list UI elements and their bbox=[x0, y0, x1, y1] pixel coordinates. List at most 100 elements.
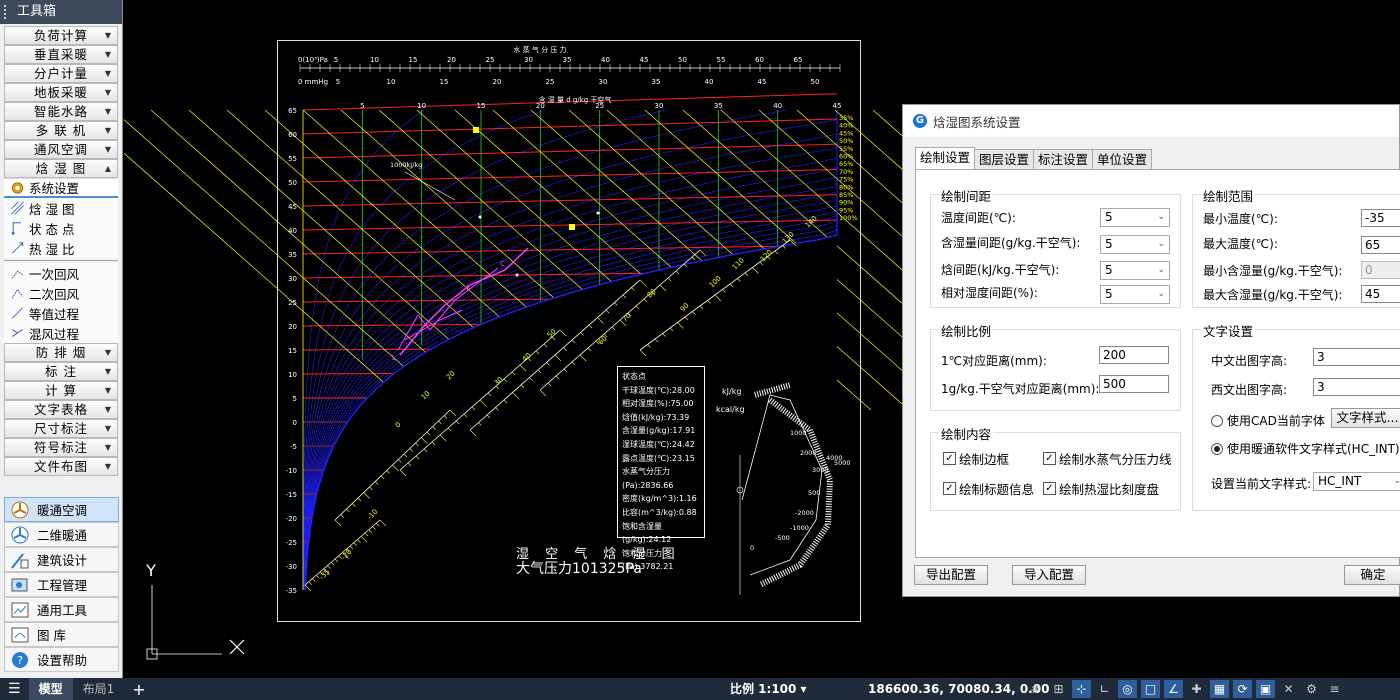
input-max-temp[interactable]: 65 bbox=[1361, 236, 1400, 254]
lineweight-icon[interactable]: ✚ bbox=[1191, 682, 1202, 696]
annotation-icon[interactable]: ✕ bbox=[1283, 682, 1294, 696]
sub-psy-chart[interactable]: 焓 湿 图 bbox=[4, 198, 118, 218]
sub-primary-return[interactable]: 一次回风 bbox=[4, 263, 118, 283]
menu-vertical-heating[interactable]: 垂直采暖▼ bbox=[4, 45, 118, 64]
sub-system-settings[interactable]: 系统设置 bbox=[4, 178, 118, 198]
input-en-text-height[interactable]: 3 bbox=[1313, 378, 1400, 396]
ruler-tick bbox=[667, 277, 672, 282]
tab-layer-settings[interactable]: 图层设置 bbox=[974, 149, 1035, 169]
text-style-button[interactable]: 文字样式... bbox=[1331, 408, 1400, 428]
temp-tick-label: -35 bbox=[286, 587, 297, 595]
sub-equal-process[interactable]: 等值过程 bbox=[4, 303, 118, 323]
object-snap-icon[interactable]: □ bbox=[1141, 680, 1160, 698]
import-config-button[interactable]: 导入配置 bbox=[1012, 565, 1086, 585]
transparency-icon[interactable]: ▦ bbox=[1210, 680, 1229, 698]
input-moist-distance[interactable]: 500 bbox=[1099, 375, 1169, 393]
radio-use-cad-font[interactable]: 使用CAD当前字体 bbox=[1211, 412, 1325, 429]
menu-vrf[interactable]: 多 联 机▼ bbox=[4, 121, 118, 140]
checkbox-draw-protractor[interactable]: ✓绘制热湿比刻度盘 bbox=[1043, 479, 1159, 498]
top-tick-label: 55 bbox=[717, 56, 726, 64]
label-enth-spacing: 焓间距(kJ/kg.干空气): bbox=[941, 263, 1060, 277]
category-tools[interactable]: 通用工具 bbox=[4, 597, 119, 622]
select-moist-spacing[interactable]: 5⌄ bbox=[1100, 235, 1170, 254]
menu-file-layout[interactable]: 文件布图▼ bbox=[4, 457, 118, 476]
dynamic-input-icon[interactable]: ∟ bbox=[1099, 682, 1110, 696]
select-current-style[interactable]: HC_INT⌄ bbox=[1313, 472, 1400, 491]
category-2d-hvac[interactable]: 二维暖通 bbox=[4, 522, 119, 547]
mmhg-tick-label: 45 bbox=[758, 78, 767, 86]
polar-tracking-icon[interactable]: ◎ bbox=[1118, 680, 1137, 698]
ruler-tick bbox=[503, 378, 508, 383]
menu-calculation[interactable]: 计 算▼ bbox=[4, 381, 118, 400]
category-hvac[interactable]: 暖通空调 bbox=[4, 497, 119, 522]
mmhg-tick-label: 50 bbox=[811, 78, 820, 86]
scale-selector[interactable]: 比例 1:100 ▾ bbox=[730, 682, 807, 696]
toolbox-title-bar[interactable]: 工具箱 bbox=[0, 0, 122, 24]
status-bar: ☰ 模型 布局1 + 比例 1:100 ▾ 186600.36, 70080.3… bbox=[0, 678, 1400, 700]
menu-psychrometric[interactable]: 焓 湿 图▲ bbox=[4, 159, 118, 178]
grip-icon[interactable] bbox=[4, 5, 14, 19]
ruler-tick bbox=[571, 339, 576, 344]
chevron-down-icon: ⌄ bbox=[1157, 212, 1165, 222]
input-cn-text-height[interactable]: 3 bbox=[1313, 348, 1400, 366]
menu-load-calc[interactable]: 负荷计算▼ bbox=[4, 26, 118, 45]
tab-model[interactable]: 模型 bbox=[28, 678, 73, 700]
checkbox-draw-vapor-lines[interactable]: ✓绘制水蒸气分压力线 bbox=[1043, 449, 1172, 468]
temp-tick-label: 45 bbox=[288, 203, 297, 211]
menu-floor-heating[interactable]: 地板采暖▼ bbox=[4, 83, 118, 102]
chevron-up-icon: ▲ bbox=[104, 164, 112, 173]
add-layout-button[interactable]: + bbox=[132, 679, 146, 699]
tab-layout1[interactable]: 布局1 bbox=[82, 682, 115, 696]
tab-label-settings[interactable]: 标注设置 bbox=[1033, 149, 1094, 169]
state-marker bbox=[473, 127, 479, 133]
menu-smoke-exhaust[interactable]: 防 排 烟▼ bbox=[4, 343, 118, 362]
menu-smart-water[interactable]: 智能水路▼ bbox=[4, 102, 118, 121]
menu-household-metering[interactable]: 分户计量▼ bbox=[4, 64, 118, 83]
radio-use-hvac-style[interactable]: 使用暖通软件文字样式(HC_INT) bbox=[1211, 440, 1400, 457]
point-label: C bbox=[500, 260, 505, 268]
menu-text-table[interactable]: 文字表格▼ bbox=[4, 400, 118, 419]
ok-button[interactable]: 确定 bbox=[1344, 565, 1400, 585]
category-help[interactable]: ? 设置帮助 bbox=[4, 647, 119, 672]
input-temp-distance[interactable]: 200 bbox=[1099, 346, 1169, 364]
ruler-tick bbox=[340, 514, 344, 518]
selection-cycling-icon[interactable]: ⟳ bbox=[1233, 680, 1252, 698]
dialog-title-bar[interactable]: G 焓湿图系统设置 bbox=[903, 105, 1399, 137]
fan-icon bbox=[11, 501, 29, 518]
checkbox-draw-border[interactable]: ✓绘制边框 bbox=[943, 449, 1009, 468]
ruler-tick bbox=[737, 278, 741, 282]
menu-dimension[interactable]: 尺寸标注▼ bbox=[4, 419, 118, 438]
input-min-temp[interactable]: -35 bbox=[1361, 209, 1400, 227]
select-enth-spacing[interactable]: 5⌄ bbox=[1100, 261, 1170, 280]
temp-tick-label: 40 bbox=[288, 227, 297, 235]
export-config-button[interactable]: 导出配置 bbox=[914, 565, 988, 585]
grid-display-icon[interactable]: # bbox=[1030, 682, 1041, 696]
sub-state-point[interactable]: 状 态 点 bbox=[4, 218, 118, 238]
hamburger-menu-icon[interactable]: ☰ bbox=[8, 681, 21, 697]
menu-hvac-vent[interactable]: 通风空调▼ bbox=[4, 140, 118, 159]
sub-heat-moisture-ratio[interactable]: 热 湿 比 bbox=[4, 238, 118, 258]
category-library[interactable]: 图 库 bbox=[4, 622, 119, 647]
category-project[interactable]: 工程管理 bbox=[4, 572, 119, 597]
workspace-icon[interactable]: ⚙ bbox=[1306, 682, 1317, 696]
more-icon[interactable]: ≡ bbox=[1329, 682, 1340, 696]
ruler-tick bbox=[605, 309, 610, 314]
menu-symbol[interactable]: 符号标注▼ bbox=[4, 438, 118, 457]
ruler-tick bbox=[580, 332, 584, 336]
select-rh-spacing[interactable]: 5⌄ bbox=[1100, 285, 1170, 304]
isotherm-line bbox=[302, 143, 838, 159]
tab-draw-settings[interactable]: 绘制设置 bbox=[915, 147, 976, 169]
snap-grid-icon[interactable]: ⊞ bbox=[1053, 682, 1064, 696]
category-building[interactable]: 建筑设计 bbox=[4, 547, 119, 572]
input-max-moist[interactable]: 45 bbox=[1361, 285, 1400, 303]
checkbox-draw-title-info[interactable]: ✓绘制标题信息 bbox=[943, 479, 1034, 498]
select-temp-spacing[interactable]: 5⌄ bbox=[1100, 208, 1170, 227]
3d-osnap-icon[interactable]: ▣ bbox=[1256, 680, 1275, 698]
infer-constraints-icon[interactable]: ⊹ bbox=[1072, 680, 1091, 698]
menu-annotation[interactable]: 标 注▼ bbox=[4, 362, 118, 381]
sub-secondary-return[interactable]: 二次回风 bbox=[4, 283, 118, 303]
label-dot bbox=[515, 273, 519, 277]
snap-tracking-icon[interactable]: ∠ bbox=[1164, 680, 1183, 698]
sub-mixing-process[interactable]: 混风过程 bbox=[4, 323, 118, 343]
tab-unit-settings[interactable]: 单位设置 bbox=[1092, 149, 1153, 169]
